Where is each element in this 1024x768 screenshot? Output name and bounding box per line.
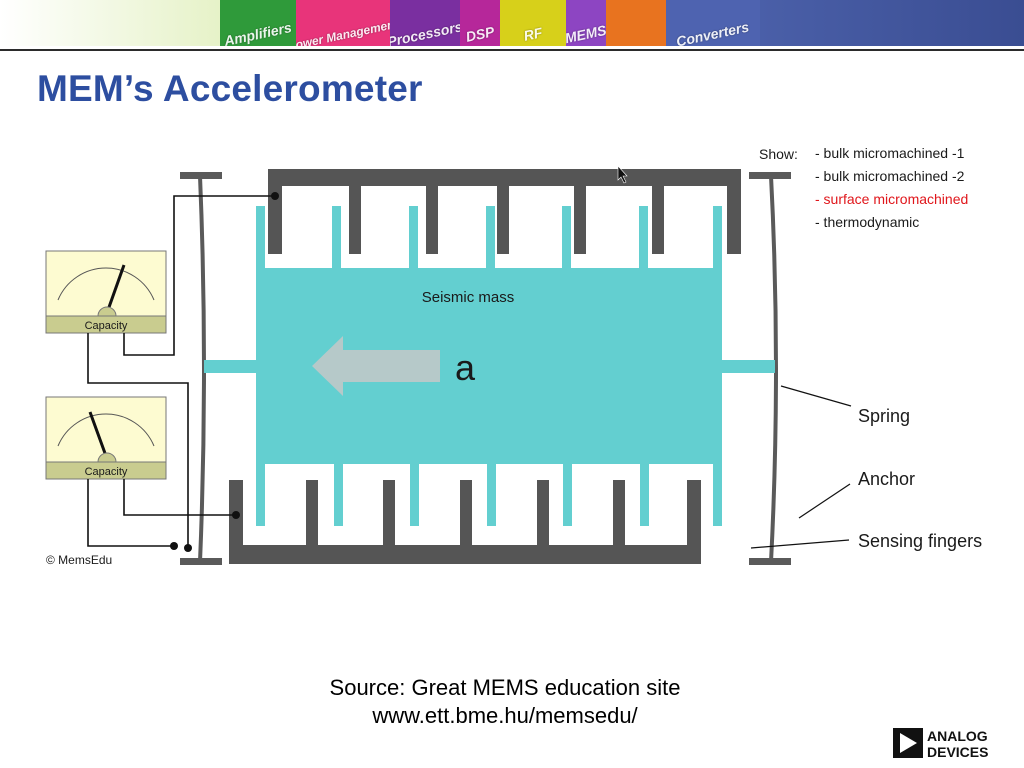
acceleration-label: a: [455, 347, 476, 388]
wiring-junctions: [170, 192, 279, 552]
gauge-label-bottom: Capacity: [85, 466, 128, 478]
banner-fade: [0, 0, 220, 46]
option-surface[interactable]: - surface micromachined: [815, 191, 968, 207]
copyright-label: © MemsEdu: [46, 553, 112, 567]
gauge-needle-icon: [106, 264, 126, 311]
show-label: Show:: [759, 146, 798, 162]
svg-text:ANALOG: ANALOG: [927, 728, 988, 744]
anchor-label: Anchor: [858, 469, 915, 489]
option-bulk-1[interactable]: - bulk micromachined -1: [815, 145, 965, 161]
header-banner: Amplifiers Power Management Processors D…: [0, 0, 1024, 46]
source-caption: Source: Great MEMS education site www.et…: [0, 674, 1010, 730]
left-spring: [198, 175, 206, 563]
source-url[interactable]: www.ett.bme.hu/memsedu/: [372, 703, 638, 728]
banner-tile-processors: Processors: [390, 0, 460, 46]
slide-title: MEM’s Accelerometer: [37, 68, 423, 109]
option-thermodynamic[interactable]: - thermodynamic: [815, 214, 919, 230]
right-anchor-top: [749, 172, 791, 179]
header-rule: [0, 49, 1024, 51]
svg-text:DEVICES: DEVICES: [927, 744, 988, 760]
callout-lines: [750, 385, 852, 549]
banner-tile-power: Power Management: [296, 0, 390, 46]
banner-tile-rf: RF: [500, 0, 566, 46]
capacity-gauge-bottom: Capacity: [45, 396, 167, 480]
right-beam: [718, 360, 775, 373]
analog-devices-logo: ANALOG DEVICES: [893, 728, 988, 760]
left-beam: [204, 360, 260, 373]
bottom-comb-frame: [229, 480, 701, 564]
sensing-fingers-label: Sensing fingers: [858, 531, 982, 551]
banner-tile-mems: MEMS: [566, 0, 606, 46]
logo-triangle-icon: [900, 733, 917, 753]
banner-tile-amplifiers: Amplifiers: [220, 0, 296, 46]
source-line-1: Source: Great MEMS education site: [329, 675, 681, 700]
banner-tile-sensor: [606, 0, 666, 46]
banner-tile-converters: Converters: [666, 0, 760, 46]
mouse-cursor-icon: [617, 165, 628, 184]
spring-label: Spring: [858, 406, 910, 426]
left-anchor-top: [180, 172, 222, 179]
option-bulk-2[interactable]: - bulk micromachined -2: [815, 168, 965, 184]
gauge-label-top: Capacity: [85, 320, 128, 332]
seismic-mass-label: Seismic mass: [422, 289, 515, 306]
gauge-needle-icon: [88, 411, 108, 457]
gauge-wiring: [87, 195, 275, 547]
capacity-gauge-top: Capacity: [45, 250, 167, 334]
banner-tile-dsp: DSP: [460, 0, 500, 46]
right-spring: [769, 175, 778, 563]
banner-end: [760, 0, 1024, 46]
acceleration-arrow-icon: [312, 336, 440, 396]
